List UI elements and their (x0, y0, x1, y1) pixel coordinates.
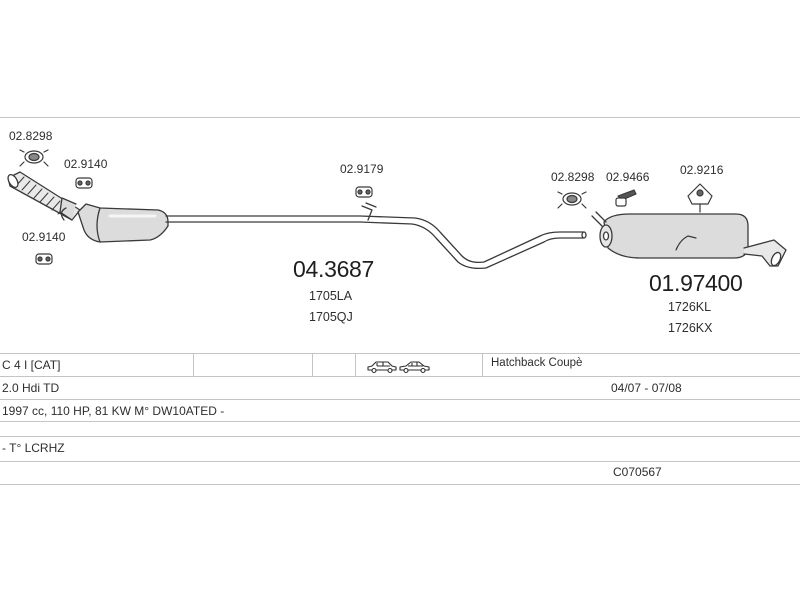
divider-row-2 (0, 399, 800, 400)
hanger-rear-2-label: 02.9216 (680, 163, 724, 177)
coupe-car-icon (399, 361, 430, 374)
divider-row-5 (0, 461, 800, 462)
period-cell: 04/07 - 07/08 (611, 381, 682, 395)
hanger-front-top-label: 02.9140 (64, 157, 108, 171)
rear-silencer-ref-2: 1726KX (668, 321, 713, 335)
rear-silencer-code: 01.97400 (649, 270, 743, 296)
middle-pipe (165, 202, 587, 270)
clamp-front-icon (19, 149, 49, 167)
hanger-front-bottom-label: 02.9140 (22, 230, 66, 244)
front-silencer (77, 203, 169, 243)
divider-row-3 (0, 421, 800, 422)
clamp-rear-label: 02.8298 (551, 170, 595, 184)
divider-table-top (0, 353, 800, 354)
hanger-rear-1-icon (615, 189, 637, 207)
front-flex-pipe (7, 171, 81, 221)
rear-silencer (591, 211, 787, 267)
divider-row-4 (0, 436, 800, 437)
model-cell: C 4 I [CAT] (2, 358, 61, 372)
hanger-rear-1-label: 02.9466 (606, 170, 650, 184)
type-code-cell: - T° LCRHZ (2, 441, 65, 455)
hanger-mid-icon (355, 186, 373, 198)
divider-row-1 (0, 376, 800, 377)
specs-cell: 1997 cc, 110 HP, 81 KW M° DW10ATED - (2, 404, 225, 418)
divider-top (0, 117, 800, 118)
hanger-rear-2-icon (687, 183, 713, 213)
rear-silencer-ref-1: 1726KL (668, 300, 712, 314)
middle-pipe-code: 04.3687 (293, 256, 375, 282)
divider-col-1 (193, 353, 194, 376)
divider-col-4 (482, 353, 483, 376)
hatchback-car-icon (367, 361, 397, 374)
divider-col-2 (312, 353, 313, 376)
body-type-icons (367, 361, 430, 374)
middle-pipe-ref-1: 1705LA (309, 289, 353, 303)
divider-col-3 (355, 353, 356, 376)
hanger-mid-label: 02.9179 (340, 162, 384, 176)
body-type-cell: Hatchback Coupè (491, 357, 583, 369)
exhaust-diagram (7, 149, 787, 270)
hanger-front-top-icon (75, 177, 93, 189)
clamp-rear-icon (557, 191, 587, 209)
clamp-front-label: 02.8298 (9, 129, 53, 143)
divider-row-6 (0, 484, 800, 485)
middle-pipe-ref-2: 1705QJ (309, 310, 353, 324)
hanger-front-bottom-icon (35, 253, 53, 265)
catalog-code-cell: C070567 (613, 465, 662, 479)
engine-cell: 2.0 Hdi TD (2, 381, 60, 395)
